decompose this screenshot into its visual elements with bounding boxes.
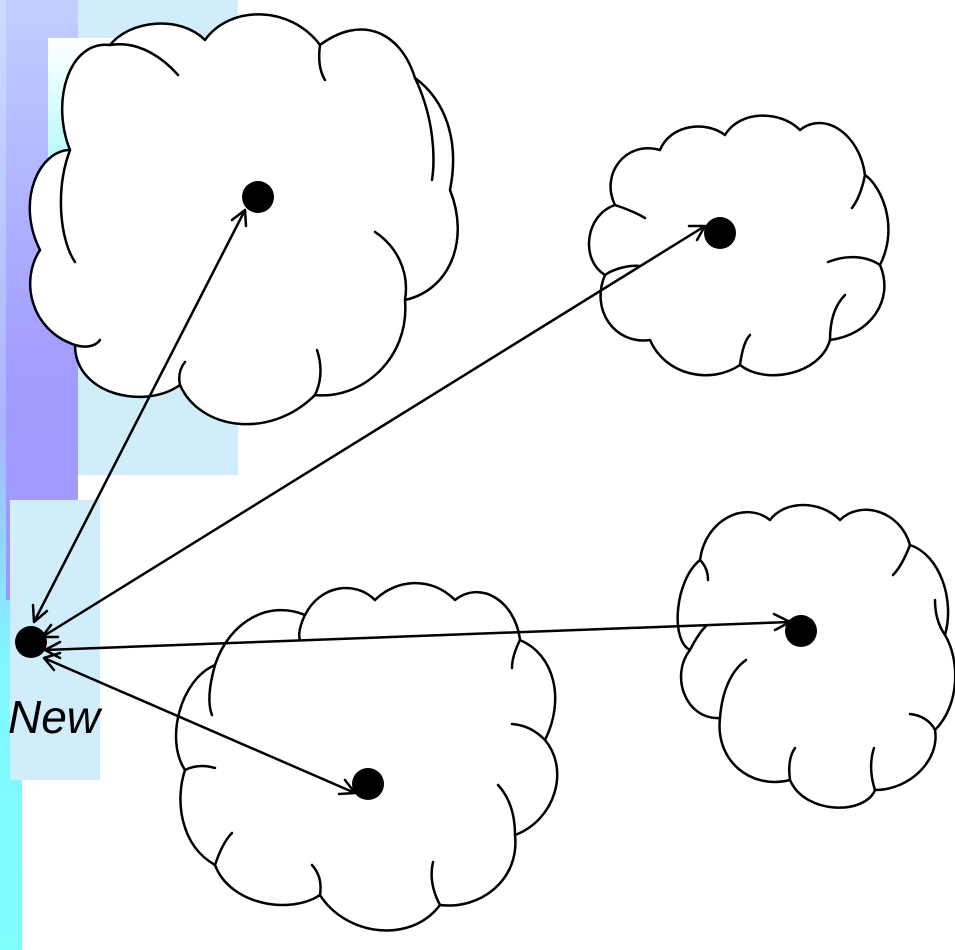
cloud-bottom-right: [676, 503, 955, 809]
node-top-right: [704, 217, 736, 249]
edge-new-to-top-left: [32, 209, 247, 623]
node-bottom-right: [785, 615, 817, 647]
node-bottom-middle: [352, 768, 384, 800]
cloud-bottom-middle: [174, 581, 559, 932]
node-top-left: [242, 181, 274, 213]
cloud-top-right: [587, 114, 890, 377]
cloud-top-left: [28, 13, 459, 426]
new-node-label: New: [8, 691, 101, 743]
edge-new-to-bottom-middle: [43, 656, 356, 795]
edge-new-to-bottom-right: [44, 620, 791, 652]
node-new: [15, 626, 47, 658]
edge-new-to-top-right: [41, 224, 706, 639]
